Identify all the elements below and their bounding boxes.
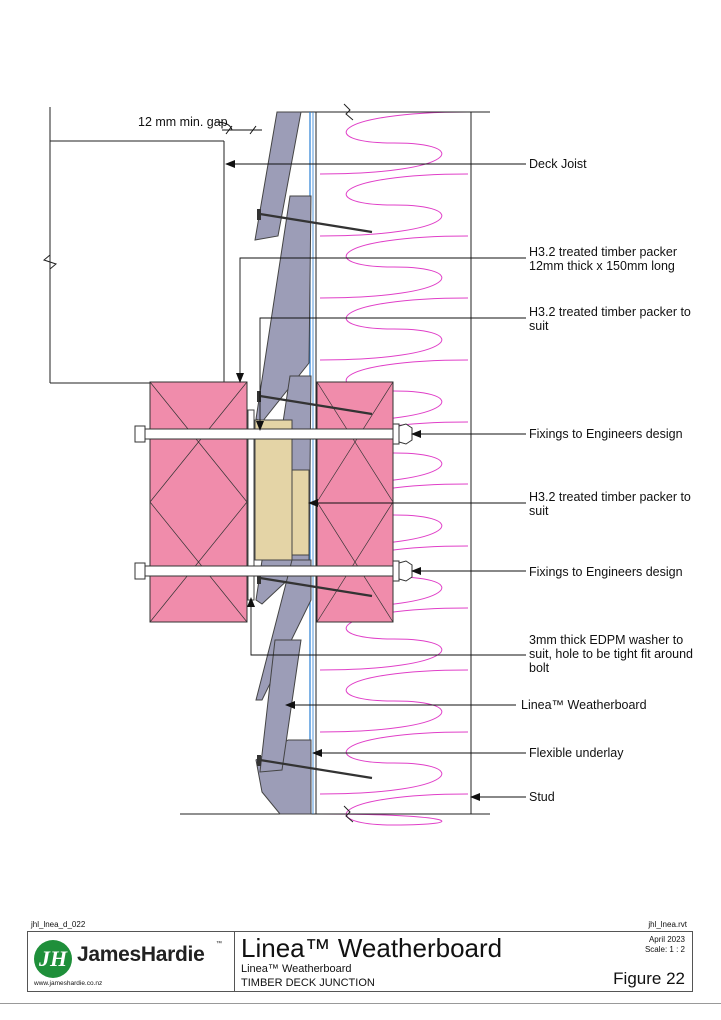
bolt-lower (134, 560, 413, 582)
timber-packers (254, 419, 310, 561)
brand-trademark: ™ (216, 941, 222, 947)
callout-deck-joist: Deck Joist (529, 157, 587, 171)
bolt-upper (134, 423, 413, 445)
callout-edpm-washer: 3mm thick EDPM washer to suit, hole to b… (529, 633, 696, 675)
deck-bearer-left (149, 381, 248, 623)
callout-line: bolt (529, 661, 550, 675)
page-title: Linea™ Weatherboard (241, 933, 503, 963)
callout-linea-weatherboard: Linea™ Weatherboard (521, 698, 647, 712)
callout-line: H3.2 treated timber packer to (529, 305, 691, 319)
title-block: JH JamesHardie ™ www.jameshardie.co.nz L… (27, 931, 693, 992)
page-bottom-rule (0, 1003, 721, 1004)
leader-lines (225, 160, 526, 801)
website-link[interactable]: www.jameshardie.co.nz (34, 980, 103, 987)
callout-line: suit, hole to be tight fit around (529, 647, 693, 661)
nails (259, 212, 373, 780)
drawing-code: jhl_lnea_d_022 (31, 920, 86, 929)
file-name: jhl_lnea.rvt (648, 920, 687, 929)
callout-line: 12mm thick x 150mm long (529, 259, 675, 273)
callout-packer-to-suit-upper: H3.2 treated timber packer to suit (529, 305, 694, 333)
callout-line: 3mm thick EDPM washer to (529, 633, 683, 647)
callout-line: H3.2 treated timber packer (529, 245, 677, 259)
callout-labels: Deck Joist H3.2 treated timber packer 12… (521, 157, 696, 804)
brand-name: JamesHardie (77, 943, 205, 966)
deck-joist (42, 107, 225, 384)
callout-fixings-upper: Fixings to Engineers design (529, 427, 683, 441)
callout-line: H3.2 treated timber packer to (529, 490, 691, 504)
callout-stud: Stud (529, 790, 555, 804)
callout-packer-to-suit-lower: H3.2 treated timber packer to suit (529, 490, 694, 518)
callout-flexible-underlay: Flexible underlay (529, 746, 624, 760)
callout-packer-12mm: H3.2 treated timber packer 12mm thick x … (529, 245, 680, 273)
detail-name: TIMBER DECK JUNCTION (241, 977, 375, 989)
wall-frame (180, 103, 490, 823)
title-block-divider (234, 932, 235, 991)
drawing-scale: Scale: 1 : 2 (644, 945, 685, 954)
jameshardie-logo-icon: JH (34, 940, 72, 978)
figure-number: Figure 22 (613, 969, 685, 988)
subtitle: Linea™ Weatherboard (241, 963, 352, 975)
callout-line: suit (529, 319, 549, 333)
section-drawing: 12 mm min. gap Deck Joist H3.2 treated t… (42, 103, 696, 826)
issue-date: April 2023 (648, 935, 685, 944)
callout-line: suit (529, 504, 549, 518)
callout-fixings-lower: Fixings to Engineers design (529, 565, 683, 579)
gap-label: 12 mm min. gap (138, 115, 228, 129)
nail-heads (257, 209, 261, 766)
gap-dimension (214, 121, 262, 135)
deck-bearer-right (316, 381, 394, 623)
